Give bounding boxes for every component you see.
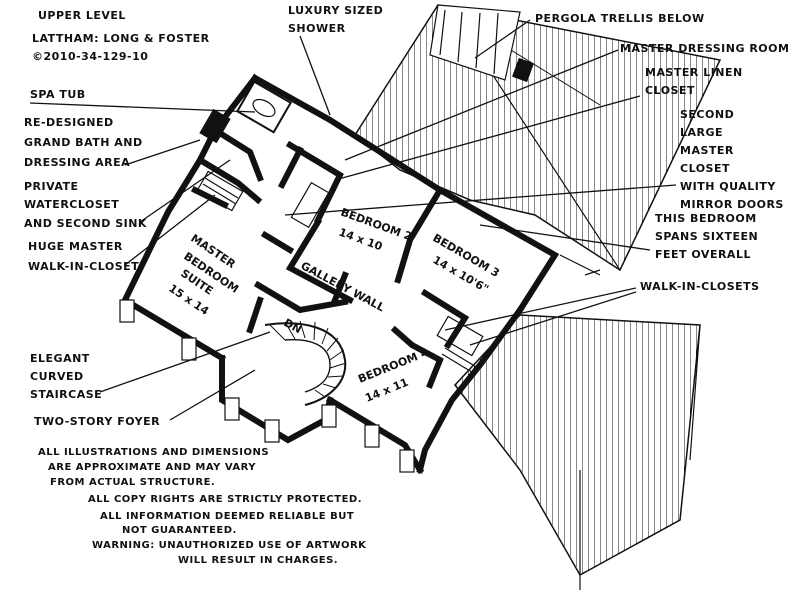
- callout-watercloset: PRIVATE WATERCLOSET AND SECOND SINK: [24, 159, 231, 230]
- second-closet-text-2: LARGE: [680, 126, 723, 139]
- disclaimer-line-8: WILL RESULT IN CHARGES.: [178, 555, 338, 566]
- shower-text-2: SHOWER: [288, 22, 346, 35]
- callout-dressing-room: MASTER DRESSING ROOM: [344, 42, 789, 161]
- watercloset-text-1: PRIVATE: [24, 180, 79, 193]
- second-closet-text-1: SECOND: [680, 108, 734, 121]
- callout-shower: LUXURY SIZED SHOWER: [288, 4, 383, 116]
- dressing-room-text: MASTER DRESSING ROOM: [620, 42, 789, 55]
- walk-ins-text: WALK-IN-CLOSETS: [640, 280, 760, 293]
- grand-bath-text-3: DRESSING AREA: [24, 156, 130, 169]
- disclaimer-line-4: ALL COPY RIGHTS ARE STRICTLY PROTECTED.: [88, 494, 362, 505]
- closet-shelving: [196, 170, 330, 229]
- master-closet-text-1: HUGE MASTER: [28, 240, 123, 253]
- disclaimer-line-7: WARNING: UNAUTHORIZED USE OF ARTWORK: [92, 540, 367, 551]
- foyer-text: TWO-STORY FOYER: [34, 415, 160, 428]
- second-closet-text-6: MIRROR DOORS: [680, 198, 784, 211]
- disclaimer-block: ALL ILLUSTRATIONS AND DIMENSIONS ARE APP…: [38, 447, 367, 566]
- watercloset-text-3: AND SECOND SINK: [24, 217, 147, 230]
- disclaimer-line-5: ALL INFORMATION DEEMED RELIABLE BUT: [100, 511, 354, 522]
- disclaimer-line-2: ARE APPROXIMATE AND MAY VARY: [48, 462, 256, 473]
- house-outline: [119, 73, 560, 475]
- staircase-text-3: STAIRCASE: [30, 388, 102, 401]
- spa-tub-fixture: [199, 80, 293, 144]
- callout-foyer: TWO-STORY FOYER: [34, 369, 256, 428]
- room-master-suite: MASTER BEDROOM SUITE 15 x 14: [166, 232, 241, 318]
- callout-master-closet: HUGE MASTER WALK-IN-CLOSET: [28, 194, 216, 273]
- walk-in-closets-fixture: [436, 315, 484, 375]
- curved-staircase: [264, 320, 347, 406]
- second-closet-text-5: WITH QUALITY: [680, 180, 776, 193]
- room-bedroom-3: BEDROOM 3 14 x 10'6": [431, 231, 502, 295]
- callout-linen: MASTER LINEN CLOSET: [334, 66, 743, 181]
- pergola-trellis: [429, 4, 534, 83]
- linen-text-2: CLOSET: [645, 84, 695, 97]
- second-closet-text-4: CLOSET: [680, 162, 730, 175]
- staircase-text-2: CURVED: [30, 370, 84, 383]
- staircase-text-1: ELEGANT: [30, 352, 90, 365]
- down-label: DN: [282, 316, 304, 336]
- callout-walk-in-closets: WALK-IN-CLOSETS: [444, 280, 760, 346]
- callout-grand-bath: RE-DESIGNED GRAND BATH AND DRESSING AREA: [24, 116, 201, 169]
- sixteen-text-3: FEET OVERALL: [655, 248, 751, 261]
- callout-sixteen-feet: THIS BEDROOM SPANS SIXTEEN FEET OVERALL: [479, 212, 758, 261]
- disclaimer-line-3: FROM ACTUAL STRUCTURE.: [50, 477, 215, 488]
- pergola-text: PERGOLA TRELLIS BELOW: [535, 12, 705, 25]
- roof-bottom-hatched: [454, 314, 701, 590]
- shower-text-1: LUXURY SIZED: [288, 4, 383, 17]
- interior-walls: [190, 125, 470, 389]
- room-bedroom-4: BEDROOM 4 14 x 11: [356, 346, 430, 405]
- header-copyright: ©2010-34-129-10: [32, 50, 148, 63]
- callout-spa-tub: SPA TUB: [29, 88, 256, 113]
- second-closet-text-3: MASTER: [680, 144, 734, 157]
- grand-bath-text-2: GRAND BATH AND: [24, 136, 143, 149]
- sixteen-text-1: THIS BEDROOM: [655, 212, 757, 225]
- callout-second-closet: SECOND LARGE MASTER CLOSET WITH QUALITY …: [284, 108, 784, 216]
- master-closet-text-2: WALK-IN-CLOSET: [28, 260, 139, 273]
- header-block: UPPER LEVEL LATTHAM: LONG & FOSTER ©2010…: [32, 9, 210, 63]
- header-agent: LATTHAM: LONG & FOSTER: [32, 32, 210, 45]
- watercloset-text-2: WATERCLOSET: [24, 198, 119, 211]
- header-title: UPPER LEVEL: [38, 9, 126, 22]
- grand-bath-text-1: RE-DESIGNED: [24, 116, 114, 129]
- callout-staircase: ELEGANT CURVED STAIRCASE: [30, 331, 271, 401]
- disclaimer-line-6: NOT GUARANTEED.: [122, 525, 237, 536]
- callout-pergola: PERGOLA TRELLIS BELOW: [474, 12, 705, 59]
- sixteen-text-2: SPANS SIXTEEN: [655, 230, 758, 243]
- lower-roof-lines: [559, 254, 601, 276]
- spa-tub-text: SPA TUB: [30, 88, 86, 101]
- room-bedroom-2: BEDROOM 2 14 x 10: [337, 206, 414, 254]
- linen-text-1: MASTER LINEN: [645, 66, 743, 79]
- disclaimer-line-1: ALL ILLUSTRATIONS AND DIMENSIONS: [38, 447, 269, 458]
